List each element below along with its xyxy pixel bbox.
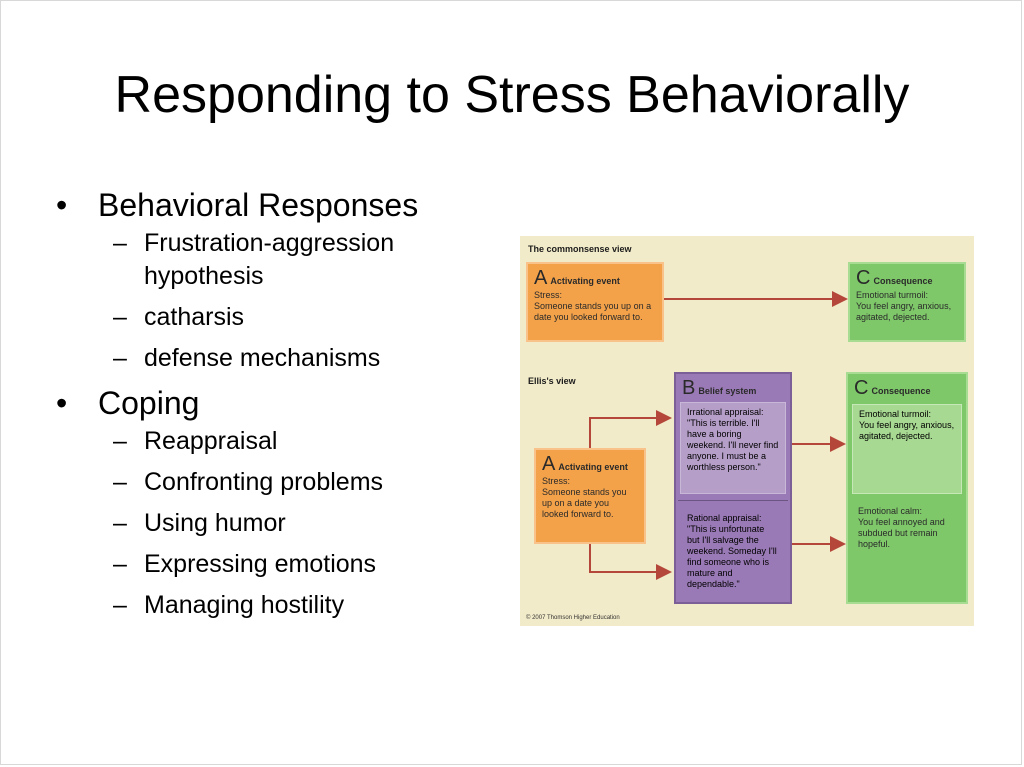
sub-bullet: –Using humor: [56, 507, 476, 540]
box-heading: B Belief system: [682, 378, 784, 398]
box-heading-text: Activating event: [550, 276, 620, 286]
dash-glyph: –: [113, 344, 127, 372]
consequence-box-commonsense: C Consequence Emotional turmoil: You fee…: [848, 262, 966, 342]
sub-bullet-text: Using humor: [144, 509, 286, 537]
sub-bullet: –Reappraisal: [56, 425, 476, 458]
sub-bullet-text: Frustration-aggression hypothesis: [144, 229, 395, 290]
activating-event-box-commonsense: A Activating event Stress: Someone stand…: [526, 262, 664, 342]
sub-bullet: –Managing hostility: [56, 589, 476, 622]
dash-glyph: –: [113, 427, 127, 455]
box-letter: B: [682, 377, 696, 399]
box-text: Emotional turmoil: You feel angry, anxio…: [856, 290, 952, 322]
box-letter: C: [854, 377, 869, 399]
box-text: Stress: Someone stands you up on a date …: [534, 290, 652, 322]
bullet-list: • Behavioral Responses –Frustration-aggr…: [56, 185, 476, 630]
copyright-text: © 2007 Thomson Higher Education: [526, 615, 620, 621]
commonsense-view-label: The commonsense view: [528, 244, 632, 254]
sub-bullet-text: defense mechanisms: [144, 344, 381, 372]
bullet-text: Coping: [98, 385, 200, 421]
dash-glyph: –: [113, 303, 127, 331]
sub-bullet: –Expressing emotions: [56, 548, 476, 581]
dash-glyph: –: [113, 550, 127, 578]
bullet-text: Behavioral Responses: [98, 187, 419, 223]
arrow-a-to-b-upper: [589, 410, 672, 448]
box-heading-text: Consequence: [871, 386, 931, 396]
bullet-behavioral-responses: • Behavioral Responses: [56, 185, 476, 225]
sub-bullet-text: catharsis: [144, 303, 245, 331]
box-letter: C: [856, 267, 871, 289]
bullet-coping: • Coping: [56, 383, 476, 423]
sub-bullet: –Frustration-aggression hypothesis: [56, 227, 476, 293]
sub-bullet-text: Confronting problems: [144, 468, 384, 496]
sub-list-coping: –Reappraisal –Confronting problems –Usin…: [56, 425, 476, 622]
box-text: Stress: Someone stands you up on a date …: [542, 476, 627, 519]
sub-bullet-text: Reappraisal: [144, 427, 278, 455]
box-heading-text: Consequence: [873, 276, 933, 286]
dash-glyph: –: [113, 591, 127, 619]
bullet-glyph: •: [56, 187, 68, 223]
diagram-arrows: [589, 291, 848, 580]
box-heading-text: Activating event: [558, 462, 628, 472]
bullet-glyph: •: [56, 385, 68, 421]
box-heading-text: Belief system: [698, 386, 757, 396]
box-letter: A: [534, 267, 548, 289]
box-heading: C Consequence: [856, 268, 958, 288]
ellis-view-label: Ellis's view: [528, 376, 576, 386]
box-letter: A: [542, 453, 556, 475]
sub-bullet-text: Expressing emotions: [144, 550, 377, 578]
sub-bullet-text: Managing hostility: [144, 591, 345, 619]
box-heading: C Consequence: [854, 378, 960, 398]
arrow-a-to-b-lower: [589, 544, 672, 580]
belief-divider: [678, 500, 788, 501]
dash-glyph: –: [113, 509, 127, 537]
emotional-turmoil-box: Emotional turmoil: You feel angry, anxio…: [852, 404, 962, 494]
sub-bullet: –Confronting problems: [56, 466, 476, 499]
irrational-appraisal-box: Irrational appraisal: "This is terrible.…: [680, 402, 786, 494]
box-heading: A Activating event: [542, 454, 638, 474]
slide-title: Responding to Stress Behaviorally: [114, 66, 910, 124]
sub-bullet: –catharsis: [56, 301, 476, 334]
box-heading: A Activating event: [534, 268, 656, 288]
dash-glyph: –: [113, 468, 127, 496]
emotional-calm-text: Emotional calm: You feel annoyed and sub…: [858, 506, 945, 549]
rational-appraisal-box: Rational appraisal: "This is unfortunate…: [680, 508, 786, 598]
dash-glyph: –: [113, 229, 127, 257]
activating-event-box-ellis: A Activating event Stress: Someone stand…: [534, 448, 646, 544]
sub-list-behavioral: –Frustration-aggression hypothesis –cath…: [56, 227, 476, 375]
sub-bullet: –defense mechanisms: [56, 342, 476, 375]
abc-model-diagram: The commonsense view A Activating event …: [520, 236, 974, 626]
